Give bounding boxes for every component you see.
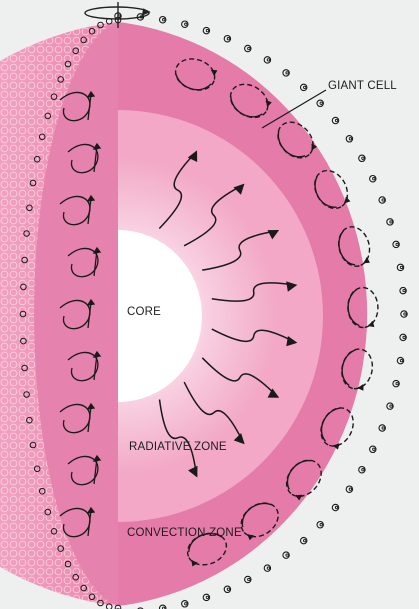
giant-cell-label: GIANT CELL	[328, 80, 397, 92]
convection-zone-label: CONVECTION ZONE	[127, 527, 242, 539]
core-label: CORE	[127, 306, 161, 318]
radiative-zone-label: RADIATIVE ZONE	[129, 441, 227, 453]
